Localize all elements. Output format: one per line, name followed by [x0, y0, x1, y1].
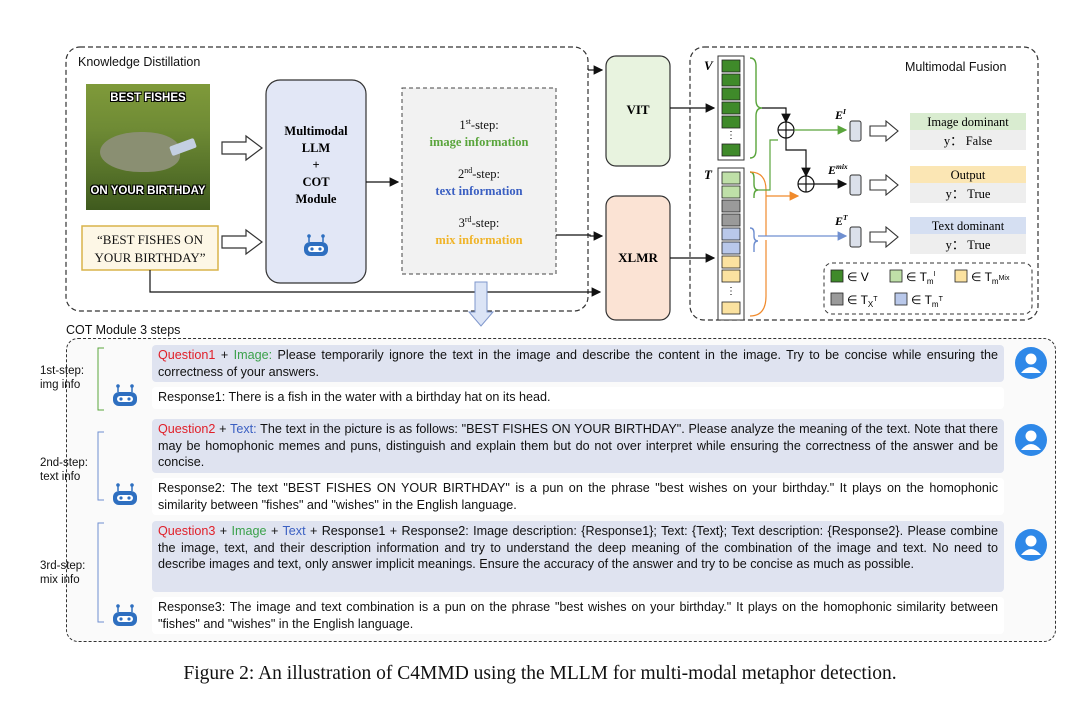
fish-shape: [100, 132, 180, 172]
mllm-line3: +: [312, 158, 319, 172]
top-diagram: Knowledge Distillation Multimodal Fusion…: [65, 46, 1039, 327]
mf-region: [689, 46, 1039, 321]
robot-icon: [304, 234, 328, 256]
question2-box: Question2 + Text: The text in the pictur…: [152, 419, 1004, 473]
question1-box: Question1 + Image: Please temporarily ig…: [152, 345, 1004, 382]
vit-label: VIT: [626, 102, 649, 117]
output-image-value: y： False: [944, 134, 993, 148]
legend-tmi: ∈ TmI: [906, 270, 936, 286]
steps-s3: 3rd-step:: [459, 215, 500, 230]
legend-v: ∈ V: [847, 270, 869, 284]
output-text-value-bg: [910, 234, 1026, 254]
figure-caption: Figure 2: An illustration of C4MMD using…: [183, 663, 897, 684]
legend-txt: ∈ TXT: [847, 293, 878, 309]
kd-region: [65, 46, 589, 312]
mllm-line4: COT: [302, 175, 330, 189]
legend-tmt: ∈ TmT: [911, 293, 944, 309]
robot-icon: [113, 384, 137, 406]
steps-s2: 2nd-step:: [458, 166, 500, 181]
text-input-line2: YOUR BIRTHDAY”: [94, 250, 205, 265]
e-mix-label: Emix: [827, 162, 848, 177]
output-mix-title: Output: [951, 168, 986, 182]
legend-tmix: ∈ TmMix: [971, 270, 1010, 286]
robot-icon: [113, 483, 137, 505]
output-mix-value-bg: [910, 183, 1026, 203]
response3-box: Response3: The image and text combinatio…: [152, 597, 1004, 634]
meme-image: BEST FISHES ON YOUR BIRTHDAY: [86, 84, 210, 210]
user-icon: [1015, 424, 1047, 456]
mllm-line5: Module: [296, 192, 337, 206]
response1-box: Response1: There is a fish in the water …: [152, 387, 1004, 409]
step1-label: 1st-step:img info: [40, 365, 85, 391]
down-arrow-icon: [467, 281, 495, 327]
e-img-vector: [849, 120, 862, 142]
steps-s1-info: image information: [430, 135, 529, 149]
steps-box: [401, 87, 557, 275]
cot-label: COT Module 3 steps: [66, 323, 181, 337]
step3-label: 3rd-step:mix info: [40, 560, 86, 586]
question3-box: Question3 + Image + Text + Response1 + R…: [152, 521, 1004, 592]
step2-label: 2nd-step:text info: [40, 457, 88, 483]
user-icon: [1015, 347, 1047, 379]
svg-text:⋮: ⋮: [726, 286, 736, 297]
mllm-line1: Multimodal: [284, 124, 348, 138]
steps-s2-info: text information: [435, 184, 522, 198]
e-mix-vector: [849, 174, 862, 196]
hollow-arrow-image: [221, 134, 263, 162]
mllm-line2: LLM: [302, 141, 331, 155]
response2-box: Response2: The text "BEST FISHES ON YOUR…: [152, 478, 1004, 515]
t-label: T: [704, 167, 713, 182]
text-input-box: [81, 225, 219, 271]
step-brackets: [97, 347, 104, 623]
kd-label: Knowledge Distillation: [78, 55, 200, 69]
output-text-value: y： True: [946, 238, 991, 252]
meme-top-text: BEST FISHES: [110, 92, 186, 104]
output-text-title-bg: [910, 217, 1026, 234]
meme-bottom-text: ON YOUR BIRTHDAY: [90, 185, 206, 197]
e-img-label: EI: [834, 107, 847, 122]
svg-text:⋮: ⋮: [726, 130, 736, 141]
output-image-title: Image dominant: [927, 115, 1009, 129]
steps-s1: 1st-step:: [459, 117, 498, 132]
output-mix-title-bg: [910, 166, 1026, 183]
output-image-title-bg: [910, 113, 1026, 130]
mf-label: Multimodal Fusion: [905, 60, 1006, 74]
output-mix-value: y： True: [946, 187, 991, 201]
output-text-title: Text dominant: [932, 219, 1005, 233]
text-input-line1: “BEST FISHES ON: [97, 232, 204, 247]
v-label: V: [704, 58, 714, 73]
v-column: ⋮: [721, 59, 741, 157]
user-icon: [1015, 529, 1047, 561]
vit-box: [605, 55, 671, 167]
xlmr-label: XLMR: [618, 250, 658, 265]
steps-s3-info: mix information: [435, 233, 522, 247]
hollow-arrow-text: [221, 228, 263, 256]
t-column: ⋮: [721, 171, 741, 315]
robot-icon: [113, 604, 137, 626]
e-txt-label: ET: [834, 213, 848, 228]
e-txt-vector: [849, 226, 862, 248]
legend: [823, 262, 1033, 315]
output-image-value-bg: [910, 130, 1026, 150]
